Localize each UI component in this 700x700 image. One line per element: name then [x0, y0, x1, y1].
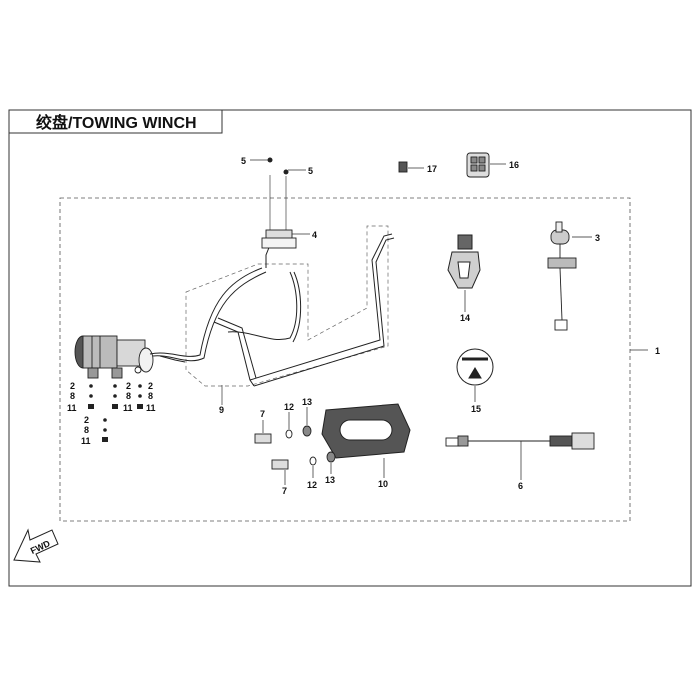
title-box — [9, 109, 223, 134]
callout-1: 1 — [655, 346, 660, 356]
clip-17 — [398, 161, 424, 173]
callout-2b: 2 — [126, 381, 131, 391]
hardware-stack — [88, 384, 143, 442]
callout-labels: 1 3 4 5 5 17 16 14 15 6 10 9 7 7 12 12 1… — [67, 156, 660, 496]
callout-4: 4 — [312, 230, 317, 240]
diagram-title: 绞盘/TOWING WINCH — [36, 113, 197, 132]
remote-plug-3 — [547, 221, 592, 331]
callout-13a: 13 — [302, 397, 312, 407]
callout-5a: 5 — [241, 156, 246, 166]
cable-6 — [445, 432, 595, 480]
callout-8d: 8 — [84, 425, 89, 435]
decal-15 — [456, 348, 494, 402]
callout-12b: 12 — [307, 480, 317, 490]
callout-6: 6 — [518, 481, 523, 491]
hook-14 — [447, 234, 481, 312]
contactor — [261, 175, 297, 249]
nut-5b — [283, 169, 289, 175]
fairlead-10 — [321, 403, 411, 478]
callout-2d: 2 — [84, 415, 89, 425]
callout-7b: 7 — [282, 486, 287, 496]
fwd-arrow: FWD — [13, 528, 59, 563]
callout-9: 9 — [219, 405, 224, 415]
winch-motor — [74, 335, 154, 379]
fasteners-upper — [254, 407, 312, 444]
connector-16 — [466, 152, 506, 178]
callout-11d: 11 — [81, 436, 91, 446]
harness-region — [185, 225, 389, 387]
callout-5b: 5 — [308, 166, 313, 176]
callout-8b: 8 — [126, 391, 131, 401]
callout-11c: 11 — [146, 403, 156, 413]
callout-14: 14 — [460, 313, 470, 323]
callout-10: 10 — [378, 479, 388, 489]
callout-16: 16 — [509, 160, 519, 170]
callout-11a: 11 — [67, 403, 77, 413]
nut-5a — [267, 157, 273, 163]
callout-12a: 12 — [284, 402, 294, 412]
callout-8c: 8 — [148, 391, 153, 401]
callout-2c: 2 — [148, 381, 153, 391]
callout-13b: 13 — [325, 475, 335, 485]
callout-15: 15 — [471, 404, 481, 414]
outer-frame — [8, 109, 692, 587]
callout-2a: 2 — [70, 381, 75, 391]
callout-11b: 11 — [123, 403, 133, 413]
fasteners-lower — [271, 451, 336, 485]
wire-harness — [149, 233, 395, 387]
callout-17: 17 — [427, 164, 437, 174]
callout-8a: 8 — [70, 391, 75, 401]
callout-7a: 7 — [260, 409, 265, 419]
assembly-boundary — [59, 197, 631, 522]
callout-3: 3 — [595, 233, 600, 243]
